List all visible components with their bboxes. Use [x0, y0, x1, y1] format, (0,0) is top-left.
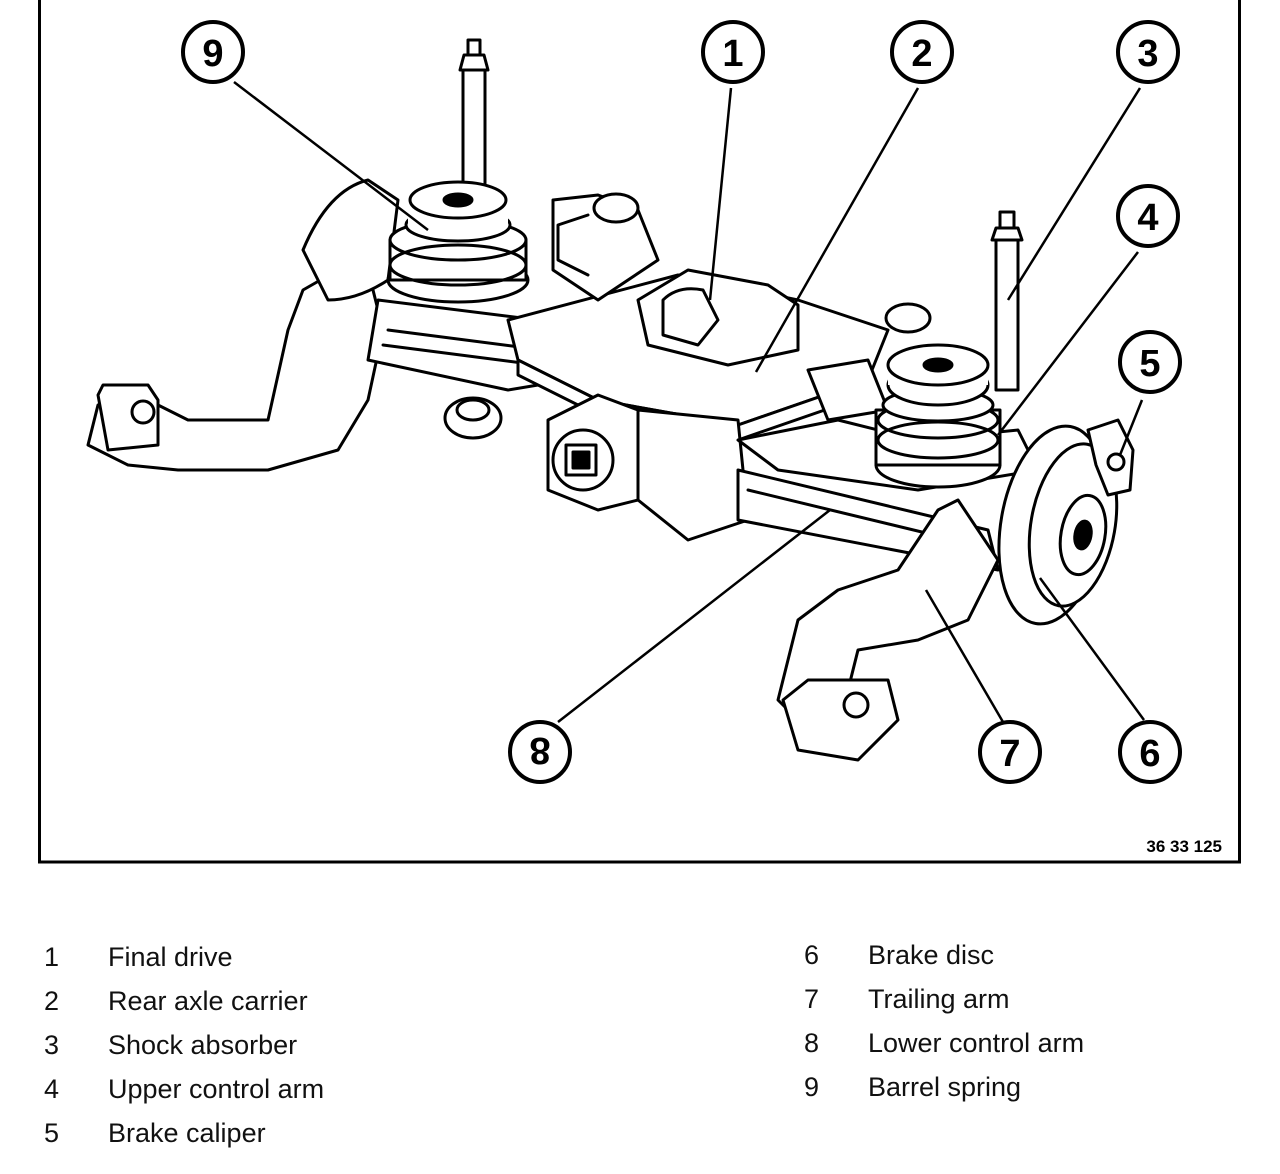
legend-label: Brake disc	[868, 940, 995, 970]
legend-label: Rear axle carrier	[108, 986, 308, 1016]
legend-item: 3 Shock absorber	[44, 1030, 524, 1062]
legend-label: Trailing arm	[868, 984, 1010, 1014]
trailing-arm	[776, 498, 1000, 762]
svg-text:6: 6	[1139, 733, 1160, 775]
callout-4: 4	[1116, 184, 1180, 248]
callout-3: 3	[1116, 20, 1180, 84]
legend-number: 2	[44, 986, 60, 1016]
legend-label: Barrel spring	[868, 1072, 1022, 1102]
right-barrel-spring	[874, 302, 1002, 489]
callout-1: 1	[701, 20, 765, 84]
legend-item: 2 Rear axle carrier	[44, 986, 524, 1018]
callout-8: 8	[508, 720, 572, 784]
callout-2: 2	[890, 20, 954, 84]
legend-item: 1 Final drive	[44, 942, 524, 974]
legend-item: 8 Lower control arm	[804, 1028, 1280, 1060]
svg-text:2: 2	[911, 33, 932, 75]
legend-item: 9 Barrel spring	[804, 1072, 1280, 1104]
svg-text:5: 5	[1139, 343, 1160, 385]
svg-text:1: 1	[722, 33, 743, 75]
legend-number: 4	[44, 1074, 60, 1104]
legend-item: 7 Trailing arm	[804, 984, 1280, 1016]
callout-9: 9	[181, 20, 245, 84]
svg-text:8: 8	[529, 729, 550, 771]
final-drive	[546, 268, 800, 542]
callout-6: 6	[1118, 720, 1182, 784]
legend-number: 8	[804, 1028, 820, 1058]
rear-axle-diagram: 9 1 2 3 4 5 6 7	[38, 0, 1241, 864]
legend-label: Brake caliper	[108, 1118, 266, 1148]
svg-text:4: 4	[1137, 197, 1158, 239]
legend-number: 7	[804, 984, 820, 1014]
legend-item: 5 Brake caliper	[44, 1118, 524, 1150]
legend-label: Shock absorber	[108, 1030, 298, 1060]
svg-text:7: 7	[999, 733, 1020, 775]
legend-item: 4 Upper control arm	[44, 1074, 524, 1106]
svg-text:3: 3	[1137, 33, 1158, 75]
brake-caliper	[1086, 418, 1135, 497]
callout-5: 5	[1118, 330, 1182, 394]
legend-number: 6	[804, 940, 820, 970]
legend-number: 1	[44, 942, 60, 972]
legend-number: 9	[804, 1072, 820, 1102]
legend-item: 6 Brake disc	[804, 940, 1280, 972]
legend-label: Lower control arm	[868, 1028, 1085, 1058]
svg-text:9: 9	[202, 33, 223, 75]
left-barrel-spring	[386, 38, 530, 304]
legend-number: 3	[44, 1030, 60, 1060]
leader-lines	[233, 81, 1146, 723]
legend-number: 5	[44, 1118, 60, 1148]
legend-label: Final drive	[108, 942, 233, 972]
callout-7: 7	[978, 720, 1042, 784]
shock-absorber	[990, 210, 1024, 392]
left-trailing-arm	[86, 178, 400, 472]
brake-disc	[997, 424, 1119, 626]
legend-label: Upper control arm	[108, 1074, 325, 1104]
callouts: 9 1 2 3 4 5 6 7	[181, 20, 1182, 784]
figure-reference-number: 36 33 125	[1146, 837, 1222, 856]
